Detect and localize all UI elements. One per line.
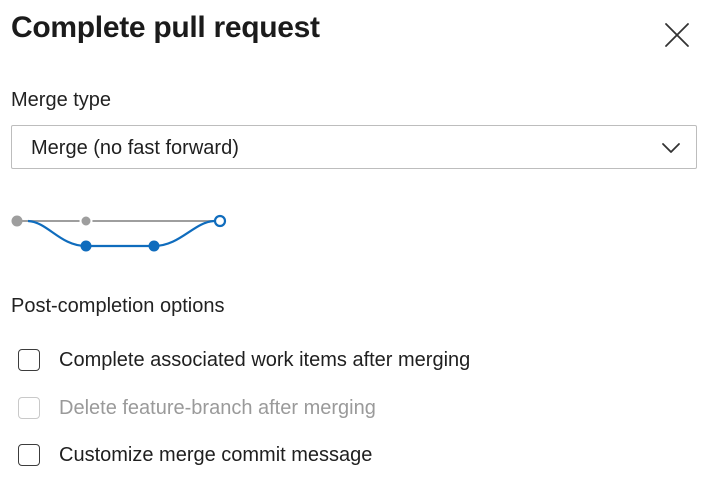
option-label: Customize merge commit message — [59, 444, 373, 466]
merge-type-label: Merge type — [11, 89, 112, 111]
feature-commit-dot — [148, 240, 160, 252]
merge-commit-dot — [213, 214, 227, 228]
option-delete-feature-branch: Delete feature-branch after merging — [18, 393, 376, 423]
option-label: Delete feature-branch after merging — [59, 397, 376, 419]
main-commit-dot — [11, 215, 23, 227]
feature-commit-dot — [80, 240, 92, 252]
feature-branch-line — [27, 219, 215, 248]
merge-commit-diagram — [11, 214, 227, 252]
option-complete-work-items[interactable]: Complete associated work items after mer… — [18, 345, 470, 375]
main-commit-dot — [79, 214, 93, 228]
delete-feature-branch-checkbox — [18, 397, 40, 419]
merge-type-selected-value: Merge (no fast forward) — [31, 137, 239, 159]
customize-merge-message-checkbox[interactable] — [18, 444, 40, 466]
close-button[interactable] — [660, 18, 696, 54]
close-icon — [665, 23, 689, 47]
option-customize-merge-message[interactable]: Customize merge commit message — [18, 440, 372, 470]
post-completion-options-label: Post-completion options — [11, 295, 225, 317]
option-label: Complete associated work items after mer… — [59, 349, 471, 371]
complete-work-items-checkbox[interactable] — [18, 349, 40, 371]
chevron-down-icon — [662, 143, 680, 153]
dialog-title: Complete pull request — [11, 11, 320, 44]
merge-type-dropdown[interactable]: Merge (no fast forward) — [11, 125, 697, 169]
